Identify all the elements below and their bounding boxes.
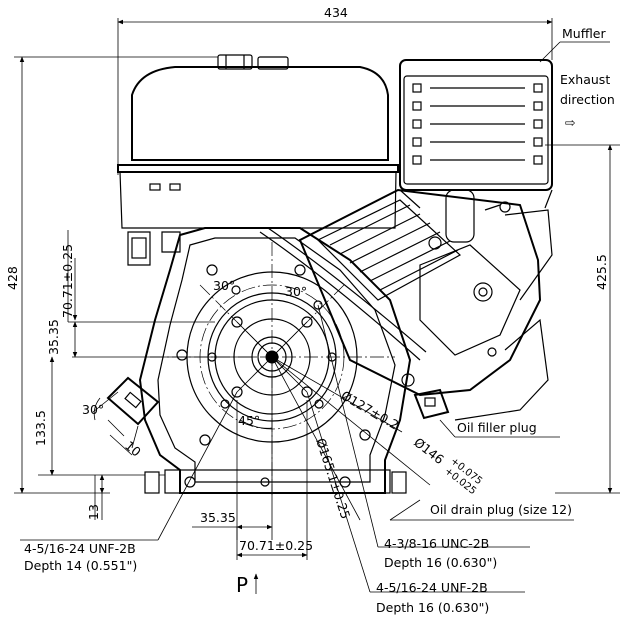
angle-30-side-label: 30° — [82, 402, 104, 417]
air-cleaner — [117, 54, 399, 229]
view-p-indicator: P — [236, 573, 259, 597]
lower-height-label: 133.5 — [33, 410, 48, 446]
left-oil-plug — [92, 376, 160, 456]
exhaust-direction-arrow-icon: ⇨ — [565, 115, 576, 130]
circle-146-label: Ø146 — [411, 435, 447, 468]
fuel-line — [259, 231, 421, 361]
flange-bolt-holes — [207, 285, 337, 409]
oil-filler-plug — [413, 388, 560, 438]
muffler — [399, 59, 553, 209]
callout-3-line1: 4-5/16-24 UNF-2B — [376, 580, 488, 595]
overall-width-dimension: 434 — [117, 5, 553, 175]
cylinder-head — [298, 188, 553, 421]
callout-3-line2: Depth 16 (0.630") — [376, 600, 489, 615]
view-p-label: P — [236, 573, 248, 597]
vertical-offset-label: 70.71±0.25 — [60, 244, 75, 318]
horizontal-offset-label: 35.35 — [200, 510, 236, 525]
callout-2-line1: 4-3/8-16 UNC-2B — [384, 536, 489, 551]
upper-offset-label: 35.35 — [46, 319, 61, 355]
callout-3-leader — [306, 391, 525, 593]
base-offset-dimension: 13 — [86, 474, 105, 520]
vertical-offset-dimension: 70.71±0.25 — [60, 230, 215, 323]
callout-1-leader — [20, 391, 238, 541]
mounting-flange — [150, 242, 395, 495]
circle-165-label: Ø165.1±0.25 — [313, 436, 353, 520]
diameter-callouts — [271, 356, 431, 521]
angle-30-left-label: 30° — [213, 278, 235, 293]
muffler-slots — [412, 83, 543, 165]
bottom-spacing-label: 70.71±0.25 — [239, 538, 313, 553]
oil-filler-plug-label: Oil filler plug — [457, 420, 537, 435]
exhaust-label-line2: direction — [560, 92, 615, 107]
callout-1-line1: 4-5/16-24 UNF-2B — [24, 541, 136, 556]
horizontal-offset-dimension: 35.35 — [192, 357, 273, 540]
angle-45-label: 45° — [238, 413, 260, 428]
overall-height-dimension: 428 — [5, 56, 232, 494]
angle-30-right-label: 30° — [285, 284, 307, 299]
overall-width-label: 434 — [324, 5, 348, 20]
muffler-label: Muffler — [562, 26, 606, 41]
overall-height-label: 428 — [5, 266, 20, 290]
right-height-dimension: 425.5 — [545, 144, 620, 494]
side-length-label: 10 — [122, 438, 144, 460]
bottom-spacing-dimension: 70.71±0.25 — [236, 400, 313, 560]
callout-1-line2: Depth 14 (0.551") — [24, 558, 137, 573]
base-offset-label: 13 — [86, 504, 101, 520]
callout-2-leader — [317, 304, 530, 548]
oil-drain-plug-label: Oil drain plug (size 12) — [430, 502, 572, 517]
right-height-label: 425.5 — [594, 254, 609, 290]
exhaust-label-line1: Exhaust — [560, 72, 610, 87]
callout-2-line2: Depth 16 (0.630") — [384, 555, 497, 570]
crankcase — [127, 227, 412, 494]
